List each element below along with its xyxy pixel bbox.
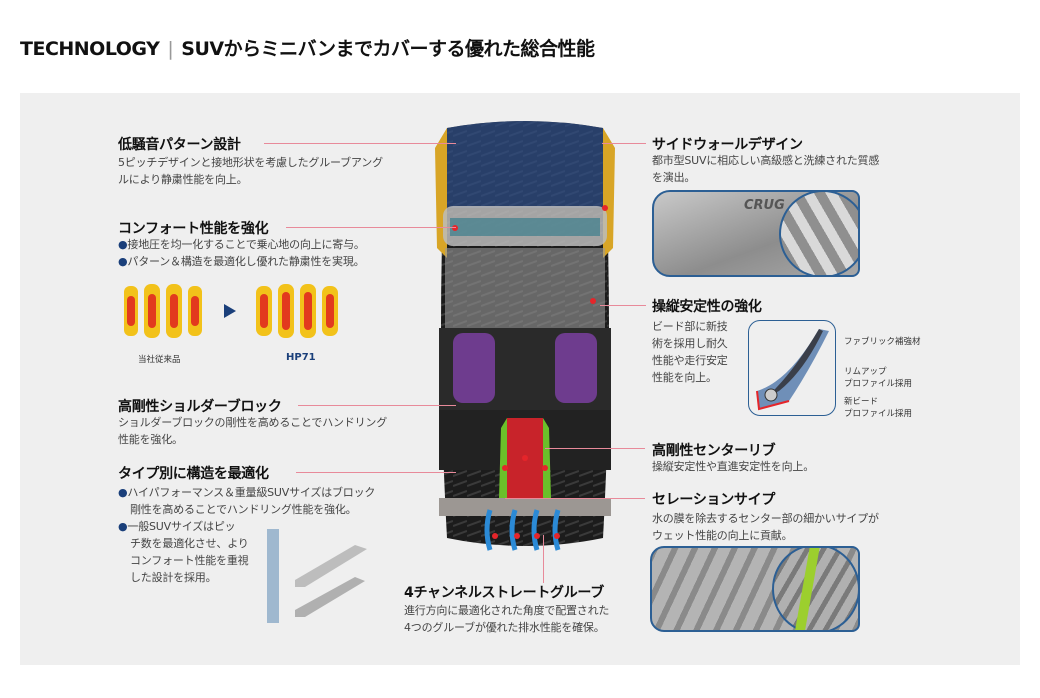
noise-pattern-highlight (445, 121, 605, 208)
callout-line (296, 472, 456, 473)
title-jp: SUVからミニバンまでカバーする優れた総合性能 (181, 38, 595, 60)
tire-cutaway-illustration (435, 121, 615, 551)
shoulder-title: 高剛性ショルダーブロック (118, 399, 282, 415)
structure-cross-section-illustration (267, 529, 367, 623)
comfort-bullets: ●接地圧を均一化することで乗心地の向上に寄与。●パターン＆構造を最適化し優れた静… (118, 238, 365, 268)
title-separator: | (167, 38, 174, 60)
compare-label-hp71: HP71 (286, 352, 316, 363)
handling-title: 操縦安定性の強化 (652, 299, 762, 315)
type-title: タイプ別に構造を最適化 (118, 466, 269, 482)
title-en: TECHNOLOGY (20, 38, 160, 60)
callout-line (286, 227, 456, 228)
callout-line (264, 143, 456, 144)
arrow-icon (224, 304, 236, 318)
label-fabric: ファブリック補強材 (844, 337, 921, 347)
label-rimup: リムアッププロファイル採用 (844, 367, 913, 389)
comfort-title: コンフォート性能を強化 (118, 221, 269, 237)
callout-line (545, 448, 645, 449)
center-rib-desc: 操縦安定性や直進安定性を向上。 (652, 460, 814, 473)
sidewall-photo: CRUG (652, 190, 860, 277)
sipe-title: セレーションサイプ (652, 492, 776, 508)
pressure-map-hp71 (256, 284, 338, 338)
grooves-title: 4チャンネルストレートグルーブ (404, 585, 604, 601)
callout-line (543, 535, 544, 583)
sipe-desc: 水の膜を除去するセンター部の細かいサイプがウェット性能の向上に貢献。 (652, 512, 879, 542)
bead-diagram (748, 320, 836, 416)
shoulder-desc: ショルダーブロックの剛性を高めることでハンドリング性能を強化。 (118, 416, 388, 446)
handling-desc: ビード部に新技術を採用し耐久性能や走行安定性能を向上。 (652, 320, 728, 384)
low-noise-title: 低騒音パターン設計 (118, 137, 241, 153)
sipe-zoom (772, 548, 858, 630)
type-bullet-1: ●ハイパフォーマンス＆重量級SUVサイズはブロック剛性を高めることでハンドリング… (118, 486, 376, 516)
page-title: TECHNOLOGY | SUVからミニバンまでカバーする優れた総合性能 (20, 34, 595, 61)
callout-line (600, 305, 646, 306)
callout-line (298, 405, 456, 406)
type-bullet-2: ●一般SUVサイズはピッチ数を最適化させ、よりコンフォート性能を重視した設計を採… (118, 520, 249, 584)
sidewall-title: サイドウォールデザイン (652, 137, 803, 153)
center-rib-title: 高剛性センターリブ (652, 443, 776, 459)
label-bead: 新ビードプロファイル採用 (844, 397, 913, 419)
compare-label-old: 当社従来品 (138, 355, 181, 365)
sidewall-logo-text: CRUG (744, 198, 785, 213)
callout-line (505, 498, 645, 499)
callout-line (602, 143, 646, 144)
contact-pressure-comparison (124, 284, 338, 338)
sidewall-desc: 都市型SUVに相応しい高級感と洗練された質感を演出。 (652, 154, 880, 184)
triangle-texture-zoom (779, 192, 858, 275)
low-noise-desc: 5ピッチデザインと接地形状を考慮したグルーブアングルにより静粛性能を向上。 (118, 156, 383, 186)
sipe-photo (650, 546, 860, 632)
pressure-map-old (124, 284, 202, 338)
